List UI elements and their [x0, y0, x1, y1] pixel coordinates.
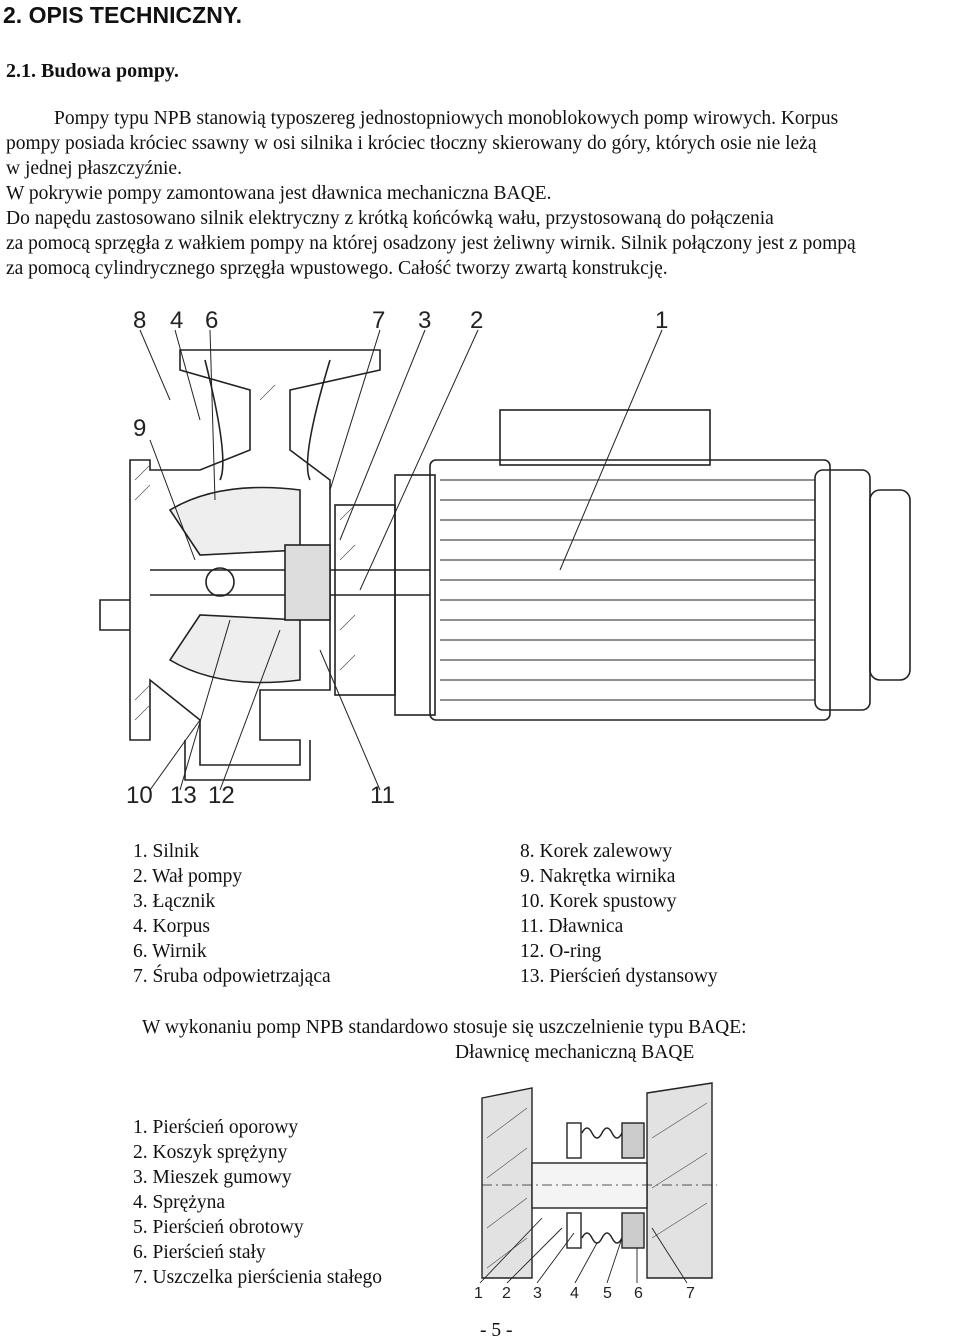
- description-paragraph: Pompy typu NPB stanowią typoszereg jedno…: [6, 106, 956, 281]
- para-line-5: Do napędu zastosowano silnik elektryczny…: [6, 208, 774, 229]
- subsection-heading: 2.1. Budowa pompy.: [6, 60, 179, 82]
- legend-item: 1. Silnik: [133, 841, 200, 862]
- legend-item: 11. Dławnica: [520, 916, 624, 937]
- seal-part-item: 5. Pierścień obrotowy: [133, 1217, 304, 1238]
- pump-callout-9: 9: [133, 415, 147, 442]
- para-line-3: w jednej płaszczyźnie.: [6, 158, 182, 179]
- legend-item: 7. Śruba odpowietrzająca: [133, 966, 331, 987]
- pump-callout-4: 4: [170, 307, 184, 334]
- mechanical-seal-drawing: [479, 1082, 717, 1284]
- legend-item: 12. O-ring: [520, 941, 602, 962]
- pump-callout-13: 13: [170, 782, 197, 809]
- seal-callout-5: 5: [603, 1285, 612, 1302]
- para-line-2: pompy posiada króciec ssawny w osi silni…: [6, 133, 817, 154]
- legend-item: 4. Korpus: [133, 916, 210, 937]
- pump-callout-6: 6: [205, 307, 219, 334]
- pump-callout-12: 12: [208, 782, 235, 809]
- seal-callout-6: 6: [634, 1285, 643, 1302]
- seal-note-line-2: Dławnicę mechaniczną BAQE: [455, 1042, 695, 1063]
- legend-item: 6. Wirnik: [133, 941, 207, 962]
- section-heading: 2. OPIS TECHNICZNY.: [3, 2, 242, 28]
- pump-callout-10: 10: [126, 782, 153, 809]
- para-line-1: Pompy typu NPB stanowią typoszereg jedno…: [54, 108, 839, 129]
- seal-part-item: 7. Uszczelka pierścienia stałego: [133, 1267, 383, 1288]
- seal-callout-2: 2: [502, 1285, 511, 1302]
- pump-callout-8: 8: [133, 307, 147, 334]
- para-line-7: za pomocą cylindrycznego sprzęgła wpusto…: [6, 258, 668, 279]
- legend-item: 8. Korek zalewowy: [520, 841, 673, 862]
- legend-item: 2. Wał pompy: [133, 866, 243, 887]
- page-number: - 5 -: [480, 1320, 513, 1341]
- pump-callout-11: 11: [370, 782, 395, 809]
- seal-note-line-1: W wykonaniu pomp NPB standardowo stosuje…: [142, 1017, 747, 1038]
- para-line-4: W pokrywie pompy zamontowana jest dławni…: [6, 183, 552, 204]
- parts-legend-left: 1. Silnik 2. Wał pompy 3. Łącznik 4. Kor…: [133, 839, 331, 989]
- legend-item: 3. Łącznik: [133, 891, 216, 912]
- parts-legend-right: 8. Korek zalewowy 9. Nakrętka wirnika 10…: [520, 839, 718, 989]
- para-line-6: za pomocą sprzęgła z wałkiem pompy na kt…: [6, 233, 856, 254]
- seal-callout-1: 1: [474, 1285, 483, 1302]
- seal-part-item: 6. Pierścień stały: [133, 1242, 266, 1263]
- seal-part-item: 1. Pierścień oporowy: [133, 1117, 299, 1138]
- seal-callout-7: 7: [686, 1285, 695, 1302]
- seal-callout-4: 4: [570, 1285, 579, 1302]
- seal-callout-3: 3: [533, 1285, 542, 1302]
- legend-item: 13. Pierścień dystansowy: [520, 966, 718, 987]
- seal-parts-list: 1. Pierścień oporowy 2. Koszyk sprężyny …: [133, 1115, 382, 1290]
- pump-cross-section-drawing: [99, 329, 911, 791]
- pump-callout-1: 1: [655, 307, 669, 334]
- pump-callout-3: 3: [418, 307, 432, 334]
- pump-callout-7: 7: [372, 307, 386, 334]
- legend-item: 9. Nakrętka wirnika: [520, 866, 676, 887]
- legend-item: 10. Korek spustowy: [520, 891, 677, 912]
- seal-part-item: 2. Koszyk sprężyny: [133, 1142, 288, 1163]
- seal-part-item: 4. Sprężyna: [133, 1192, 226, 1213]
- pump-callout-2: 2: [470, 307, 484, 334]
- seal-part-item: 3. Mieszek gumowy: [133, 1167, 292, 1188]
